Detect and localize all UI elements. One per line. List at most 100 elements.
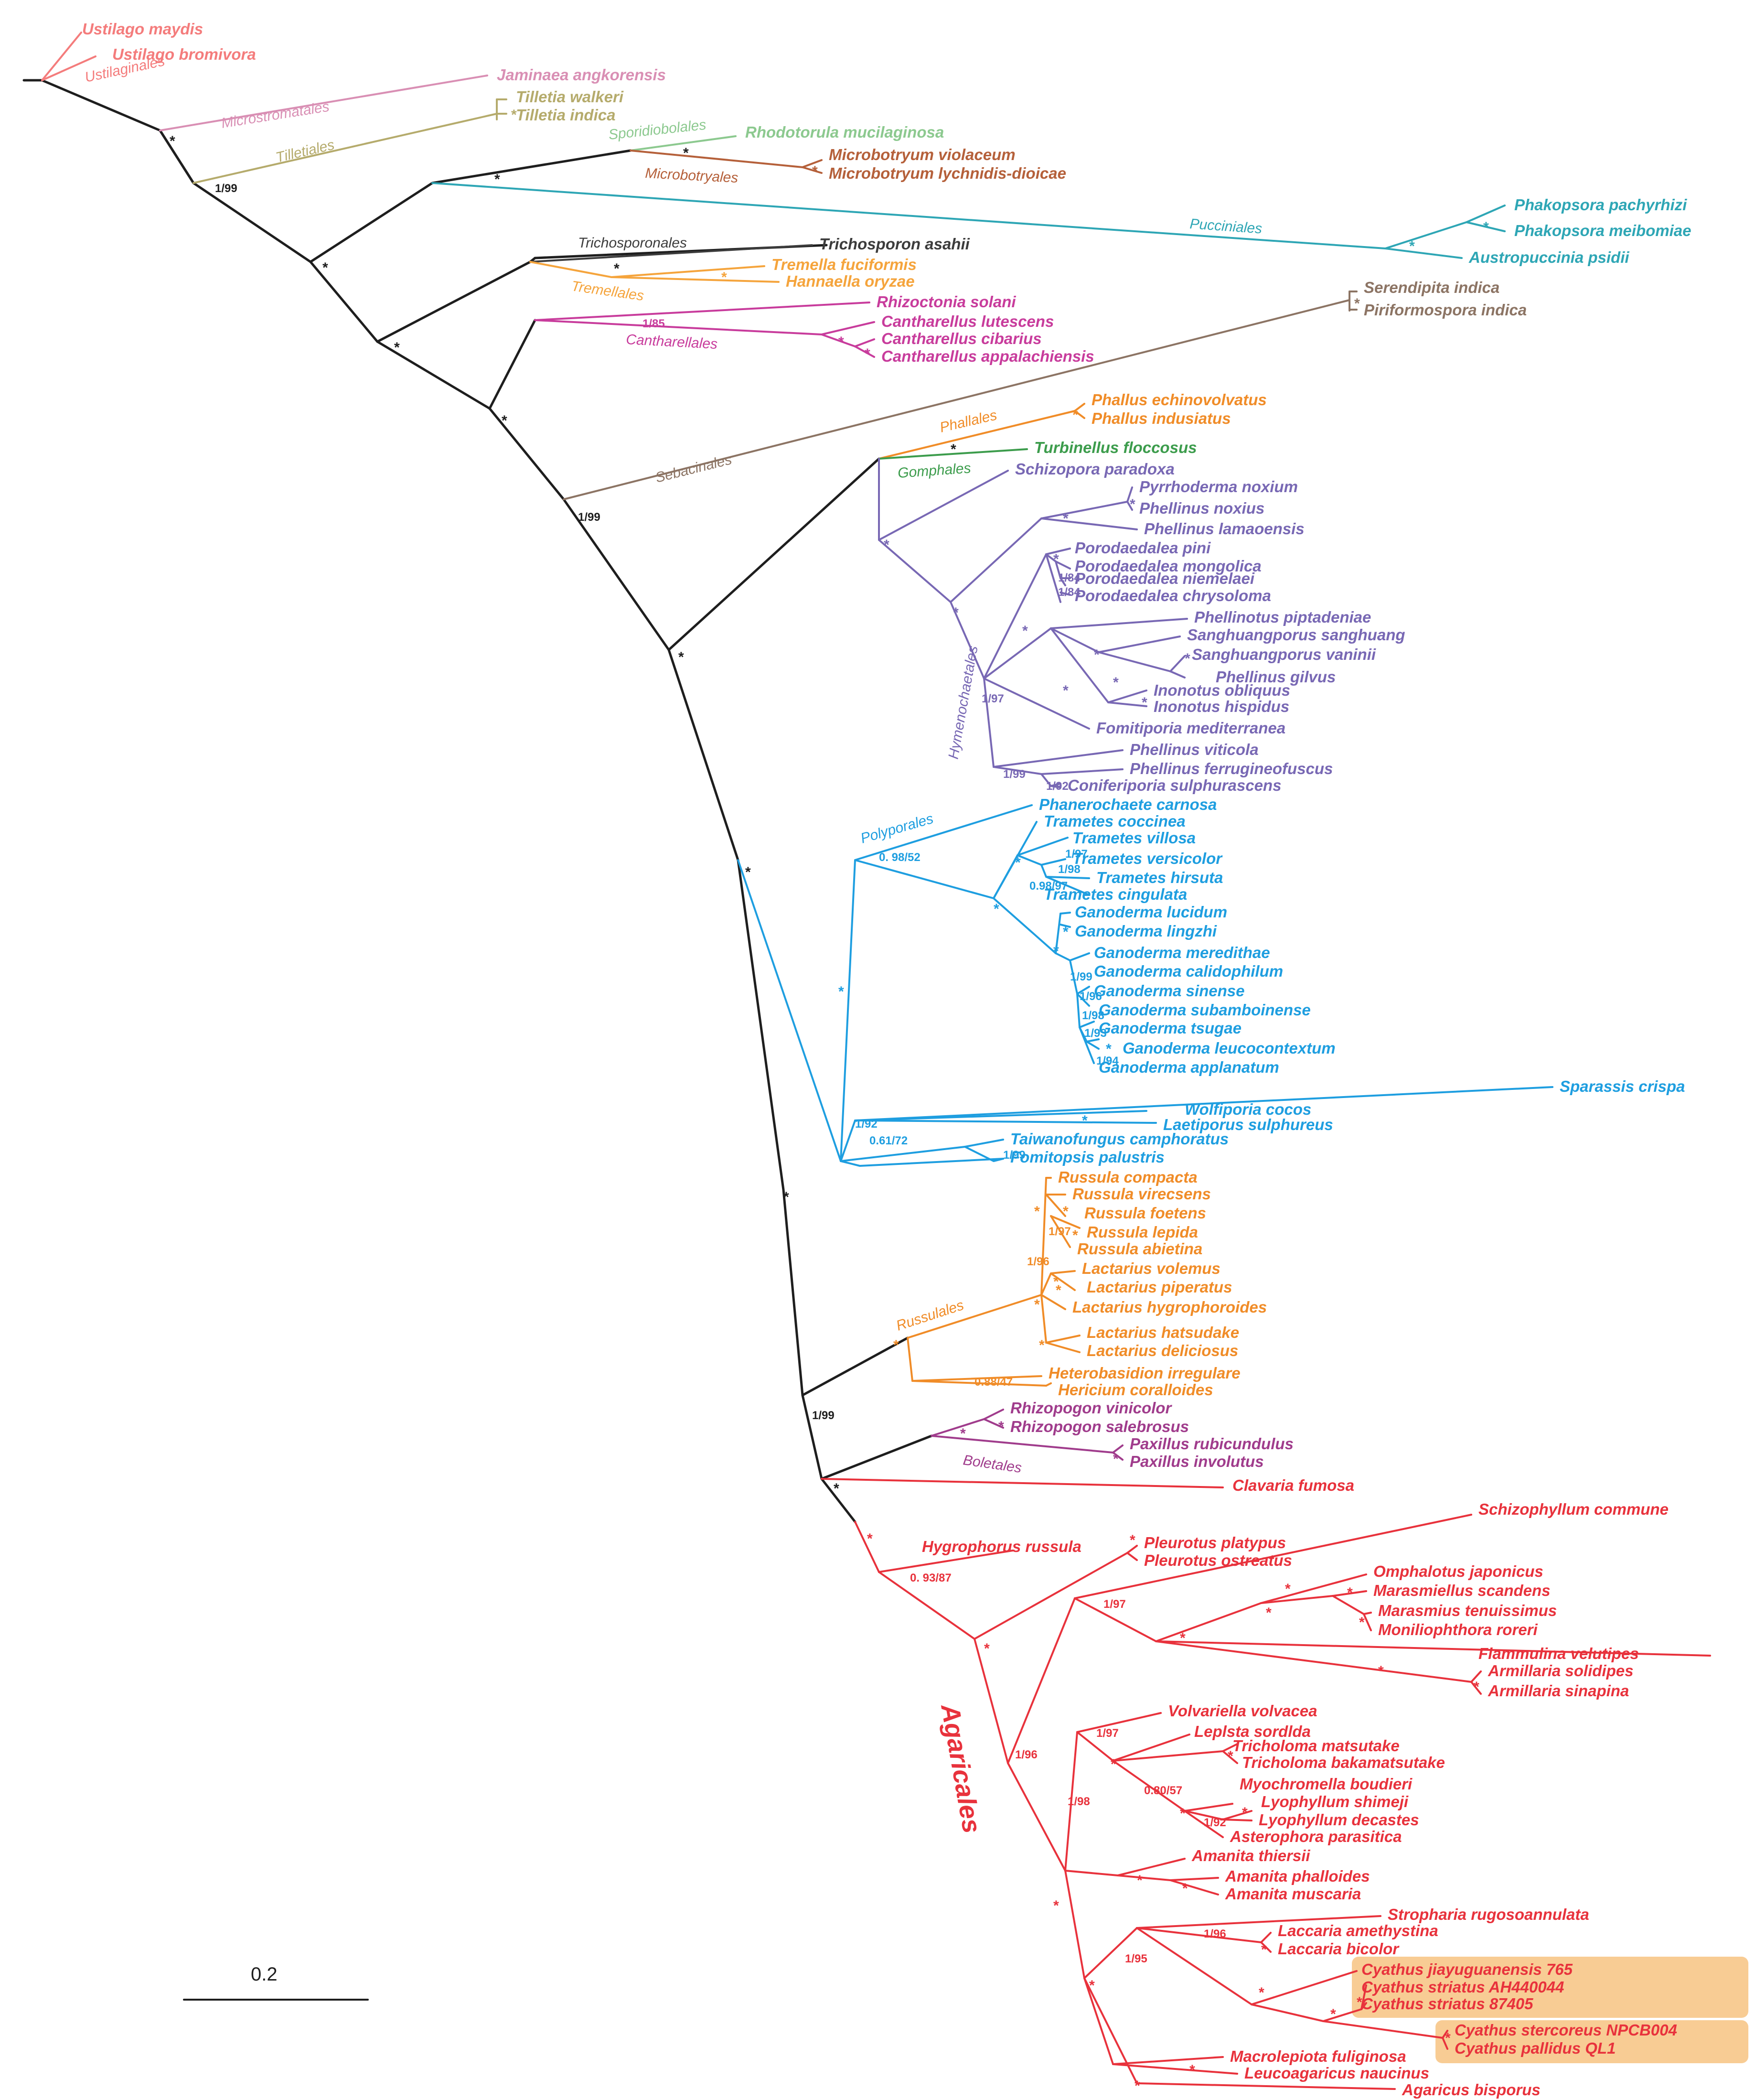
support-value: 1/85 — [642, 317, 665, 330]
tip-label: Macrolepiota fuliginosa — [1230, 2047, 1406, 2065]
support-star: * — [1053, 943, 1059, 959]
cyathus-highlight-lower — [1435, 2020, 1748, 2063]
cyathus-highlight-upper — [1352, 1957, 1748, 2018]
support-star: * — [1378, 1663, 1384, 1679]
support-star: * — [1182, 1881, 1188, 1896]
tip-label: Hannaella oryzae — [786, 272, 915, 290]
tip-label: Amanita phalloides — [1225, 1867, 1370, 1885]
tip-label: Microbotryum violaceum — [829, 146, 1016, 163]
support-value: 1/99 — [1070, 970, 1092, 983]
support-value: 1/99 — [812, 1409, 835, 1422]
tip-label: Austropuccinia psidii — [1468, 248, 1629, 266]
order-label: Sebacinales — [654, 452, 734, 486]
tip-label: Sanghuangporus sanghuang — [1187, 626, 1405, 644]
tip-label: Phellinus viticola — [1130, 741, 1259, 758]
support-star: * — [1137, 1873, 1143, 1888]
support-star: * — [1445, 2030, 1451, 2046]
tip-label: Hericium coralloides — [1058, 1381, 1213, 1399]
support-value: 1/92 — [1046, 780, 1069, 793]
support-star: * — [1189, 2062, 1195, 2078]
tip-label: Cyathus jiayuguanensis 765 — [1361, 1960, 1573, 1978]
order-label-agaricales: Agaricales — [935, 1701, 986, 1835]
tip-label: Asterophora parasitica — [1230, 1828, 1402, 1845]
support-star: * — [838, 984, 844, 1000]
tip-label: Leplsta sordlda — [1194, 1723, 1311, 1740]
support-value: 0.88/47 — [974, 1376, 1013, 1389]
tip-label: Amanita thiersii — [1191, 1847, 1310, 1864]
support-value: 1/97 — [982, 692, 1004, 705]
support-values: * 1/99 * * * * * * 1/99 * * * * 1/99 * *… — [170, 107, 1489, 2094]
support-star: * — [951, 442, 956, 457]
tip-label: Turbinellus floccosus — [1034, 439, 1197, 456]
support-star: * — [678, 649, 684, 665]
tip-label: Armillaria sinapina — [1488, 1682, 1629, 1700]
support-star: * — [1106, 1041, 1112, 1057]
order-label: Boletales — [962, 1452, 1023, 1476]
tip-label: Inonotus hispidus — [1154, 698, 1289, 715]
tip-label: Ganoderma lucidum — [1075, 903, 1227, 921]
support-value: 1/97 — [1103, 1598, 1126, 1611]
tip-label: Russula compacta — [1058, 1168, 1198, 1186]
tip-label: Russula abietina — [1077, 1240, 1202, 1258]
support-star: * — [1053, 1898, 1059, 1914]
support-star: * — [1409, 238, 1415, 254]
tip-label: Rhizoctonia solani — [877, 293, 1016, 311]
tip-label: Lactarius deliciosus — [1087, 1342, 1238, 1359]
tip-label: Phanerochaete carnosa — [1039, 796, 1217, 813]
support-value: 1/92 — [1204, 1816, 1226, 1829]
tip-label: Ustilago bromivora — [112, 45, 256, 63]
support-star: * — [1142, 695, 1147, 711]
tip-label: Russula virecsens — [1072, 1185, 1211, 1203]
tip-label: Ustilago maydis — [82, 20, 203, 38]
tip-label: Coniferiporia sulphurascens — [1068, 776, 1281, 794]
support-star: * — [1039, 1337, 1045, 1353]
tilletiales-clade — [193, 98, 507, 184]
support-value: 1/98 — [1058, 863, 1081, 876]
tip-label: Schizopora paradoxa — [1015, 460, 1175, 478]
tip-label: Moniliophthora roreri — [1378, 1621, 1538, 1638]
support-star: * — [721, 269, 727, 285]
ustilaginales-clade — [41, 32, 96, 81]
support-star: * — [1053, 551, 1059, 567]
support-star: * — [170, 133, 175, 149]
support-value: 1/84 — [1058, 586, 1081, 599]
tremellales-clade — [529, 261, 780, 283]
support-value: 1/99 — [578, 511, 600, 524]
tip-label: Ganoderma calidophilum — [1094, 962, 1283, 980]
tip-label: Cantharellus appalachiensis — [881, 347, 1094, 365]
sporidiobolales-clade — [630, 135, 737, 151]
tip-label: Porodaedalea mongolica — [1075, 557, 1262, 575]
support-star: * — [867, 1531, 873, 1547]
support-star: * — [960, 1426, 966, 1442]
support-value: 1/98 — [1082, 1009, 1104, 1022]
tip-label: Leucoagaricus naucinus — [1244, 2064, 1429, 2082]
tip-label: Inonotus obliquus — [1154, 681, 1290, 699]
microbotryales-clade — [630, 150, 823, 174]
support-star: * — [1359, 1615, 1365, 1630]
tip-label: Lyophyllum shimeji — [1261, 1793, 1409, 1810]
tip-label: Trametes cingulata — [1044, 885, 1187, 903]
support-star: * — [1354, 296, 1360, 312]
tip-label: Lactarius volemus — [1082, 1260, 1221, 1277]
support-value: 1/96 — [1204, 1928, 1226, 1940]
tip-label: Armillaria solidipes — [1488, 1662, 1633, 1680]
scale-bar-label: 0.2 — [251, 1964, 278, 1985]
tip-label: Stropharia rugosoannulata — [1388, 1906, 1589, 1923]
tip-label: Piriformospora indica — [1364, 301, 1527, 319]
trichosporonales-clade — [529, 244, 813, 263]
tip-label: Rhizopogon vinicolor — [1010, 1399, 1172, 1417]
support-star: * — [1180, 1806, 1186, 1821]
tip-label: Wolfiporia cocos — [1185, 1100, 1311, 1118]
order-label: Hymenochaetales — [945, 645, 981, 760]
support-value: 0.98/97 — [1029, 880, 1068, 893]
support-star: * — [984, 1641, 990, 1657]
tip-label: Tilletia walkeri — [516, 88, 624, 106]
tip-label: Volvariella volvacea — [1168, 1702, 1317, 1720]
tip-label: Ganoderma subamboinense — [1099, 1001, 1311, 1019]
support-star: * — [1015, 855, 1021, 871]
tip-label: Ganoderma meredithae — [1094, 944, 1270, 961]
support-star: * — [1022, 623, 1028, 639]
support-star: * — [838, 334, 844, 350]
support-star: * — [1094, 647, 1100, 663]
support-star: * — [322, 260, 328, 276]
